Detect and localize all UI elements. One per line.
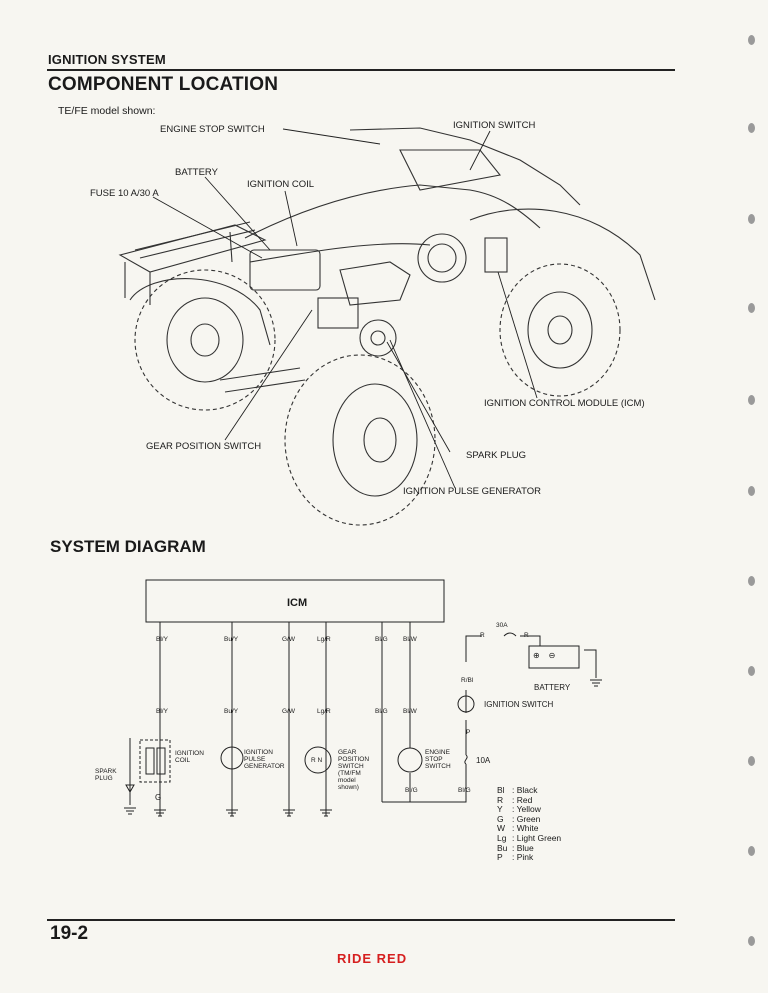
model-note: TE/FE model shown: bbox=[58, 105, 156, 117]
wire-code-top: Bu/Y bbox=[224, 636, 239, 643]
label-battery: BATTERY bbox=[175, 167, 218, 178]
punch-hole bbox=[748, 846, 755, 856]
header-rule bbox=[47, 69, 675, 71]
wire-r-label: R bbox=[480, 632, 485, 639]
fuse-30a-label: 30A bbox=[496, 622, 508, 629]
label-engine-stop-switch: ENGINE STOP SWITCH bbox=[160, 124, 265, 135]
punch-hole bbox=[748, 395, 755, 405]
wire-code-mid: Bu/Y bbox=[224, 708, 239, 715]
legend-item: P: Pink bbox=[497, 852, 534, 863]
punch-hole bbox=[748, 936, 755, 946]
ground-g-label: G bbox=[155, 793, 162, 802]
legend-item: R: Red bbox=[497, 794, 533, 805]
wire-code-mid: G/W bbox=[282, 708, 295, 715]
ignition-switch-label: IGNITION SWITCH bbox=[484, 700, 554, 709]
wire-code-top: Bl/Y bbox=[156, 636, 168, 643]
legend-item: W: White bbox=[497, 823, 539, 834]
wire-code-mid: Bl/W bbox=[403, 708, 417, 715]
system-diagram-title: SYSTEM DIAGRAM bbox=[50, 537, 206, 556]
wire-blg-label: Bl/G bbox=[458, 787, 471, 794]
punch-hole bbox=[748, 576, 755, 586]
legend-item: Bl: Black bbox=[497, 785, 538, 795]
wire-code-top: G/W bbox=[282, 636, 295, 643]
brand-watermark: RIDE RED bbox=[337, 951, 408, 966]
label-gear-position-switch: GEAR POSITION SWITCH bbox=[146, 441, 262, 452]
battery-label: BATTERY bbox=[534, 683, 571, 692]
punch-hole bbox=[748, 303, 755, 313]
wire-rbl-label: R/Bl bbox=[461, 677, 474, 684]
label-spark-plug: SPARK PLUG bbox=[466, 450, 527, 461]
punch-hole bbox=[748, 666, 755, 676]
wire-code-top: Lg/R bbox=[317, 636, 331, 643]
wire-p-label: P bbox=[466, 729, 471, 736]
wire-code-top: Bl/W bbox=[403, 636, 417, 643]
section-title: IGNITION SYSTEM bbox=[48, 52, 166, 67]
footer-rule bbox=[47, 919, 675, 921]
wiring-diagram bbox=[124, 579, 602, 817]
wire-code-mid: Bl/Y bbox=[156, 708, 168, 715]
page-number: 19-2 bbox=[50, 923, 89, 944]
label-pulse-generator: IGNITION PULSE GENERATOR bbox=[403, 486, 541, 497]
fuse-10a-label: 10A bbox=[476, 756, 491, 765]
punch-hole bbox=[748, 123, 755, 133]
punch-hole bbox=[748, 756, 755, 766]
wire-r-label: R bbox=[524, 632, 529, 639]
legend-item: Lg: Light Green bbox=[497, 832, 562, 843]
page-title: COMPONENT LOCATION bbox=[48, 74, 279, 95]
icm-label: ICM bbox=[287, 597, 308, 609]
label-fuse: FUSE 10 A/30 A bbox=[90, 188, 159, 199]
legend-item: G: Green bbox=[497, 813, 541, 824]
wire-code-top: Bl/G bbox=[375, 636, 388, 643]
legend-item: Y: Yellow bbox=[497, 804, 541, 815]
punch-hole bbox=[748, 35, 755, 45]
color-legend: Bl: Black R: Red Y: Yellow G: Green W: W… bbox=[497, 785, 562, 863]
battery-terminals: ⊕ ⊖ bbox=[533, 651, 556, 660]
label-ignition-switch: IGNITION SWITCH bbox=[453, 120, 536, 131]
wire-blg-label: Bl/G bbox=[405, 787, 418, 794]
legend-item: Bu: Blue bbox=[497, 842, 534, 853]
label-icm: IGNITION CONTROL MODULE (ICM) bbox=[484, 398, 645, 409]
wire-code-mid: Bl/G bbox=[375, 708, 388, 715]
punch-hole bbox=[748, 214, 755, 224]
wire-code-mid: Lg/R bbox=[317, 708, 331, 715]
label-ignition-coil: IGNITION COIL bbox=[247, 179, 315, 190]
gear-rn-label: R N bbox=[311, 757, 323, 764]
atv-illustration bbox=[118, 127, 656, 526]
punch-hole bbox=[748, 486, 755, 496]
